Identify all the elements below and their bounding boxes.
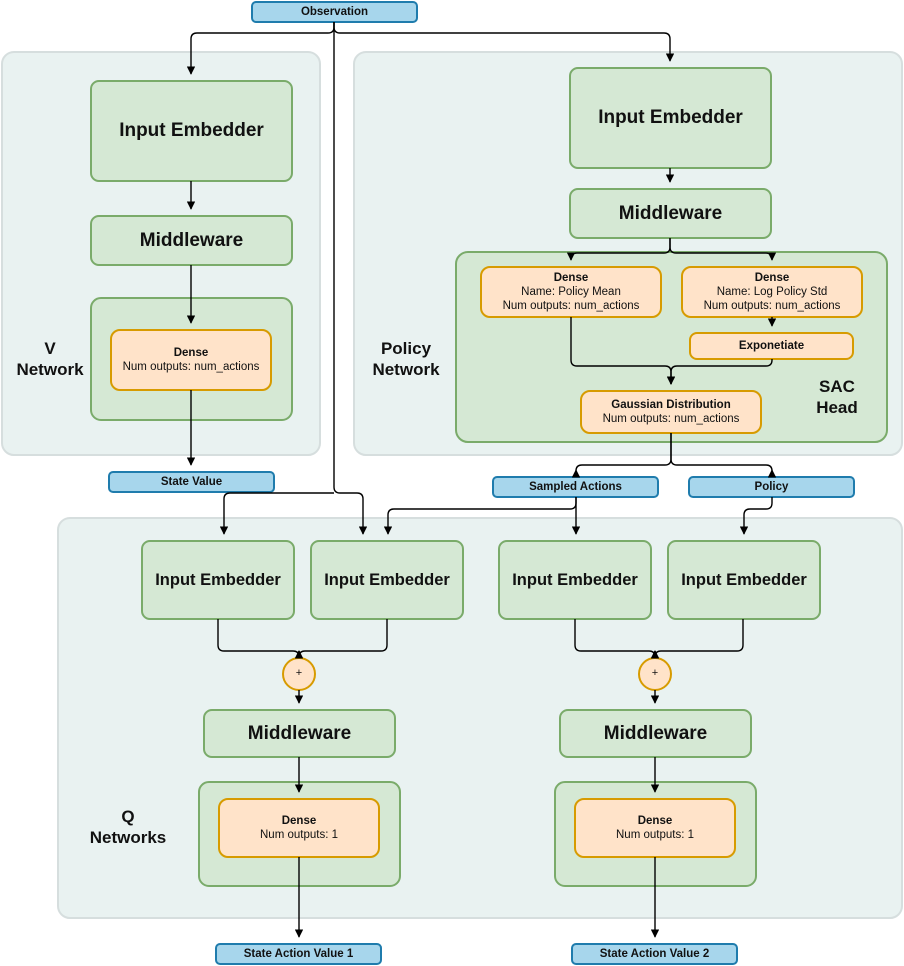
edge-q2b-to-plus xyxy=(650,619,744,659)
v-dense-box xyxy=(110,329,272,391)
v-middleware-box xyxy=(90,215,293,266)
exponetiate-box xyxy=(689,332,854,360)
q2-middleware-box xyxy=(559,709,752,758)
edge-observation-to-q xyxy=(333,22,368,535)
policy-mean-dense-box xyxy=(480,266,662,318)
q2-input-embedder-b-box xyxy=(667,540,821,620)
sampled-actions-box[interactable] xyxy=(492,476,659,498)
log-policy-std-dense-box xyxy=(681,266,863,318)
policy-middleware-box xyxy=(569,188,772,239)
state-action-value-2-box[interactable] xyxy=(571,943,738,965)
q2-input-embedder-a-box xyxy=(498,540,652,620)
policy-input-embedder-box xyxy=(569,67,772,169)
state-value-box[interactable] xyxy=(108,471,275,493)
state-action-value-1-box[interactable] xyxy=(215,943,382,965)
q2-dense-box xyxy=(574,798,736,858)
q1-input-embedder-a-box xyxy=(141,540,295,620)
observation-box[interactable] xyxy=(251,1,418,23)
q1-middleware-box xyxy=(203,709,396,758)
policy-box[interactable] xyxy=(688,476,855,498)
edge-exponetiate-gaussian xyxy=(666,359,773,385)
edge-gaussian-policy xyxy=(670,433,777,478)
edge-q1b-to-plus xyxy=(294,619,388,659)
q1-input-embedder-b-box xyxy=(310,540,464,620)
v-input-embedder-box xyxy=(90,80,293,182)
edge-policy-middleware-std xyxy=(669,238,777,261)
edge-obs-bus-to-q1-a xyxy=(219,492,334,535)
gaussian-distribution-box xyxy=(580,390,762,434)
q1-add-node xyxy=(282,657,316,691)
q1-dense-box xyxy=(218,798,380,858)
q2-add-node xyxy=(638,657,672,691)
edge-obs-to-q2-b xyxy=(739,497,773,535)
